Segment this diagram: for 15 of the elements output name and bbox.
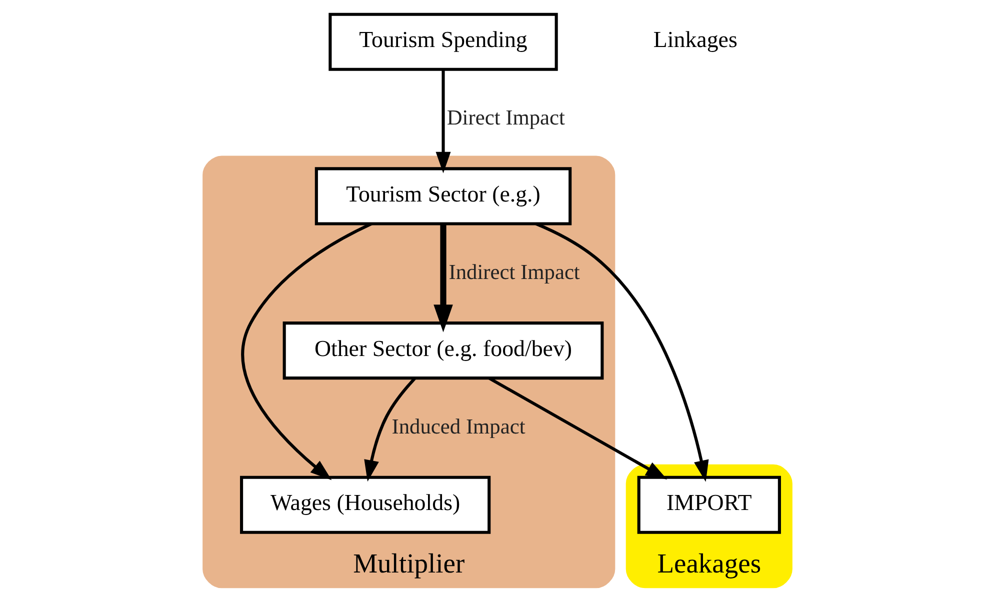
arrow xyxy=(535,222,709,482)
arrow xyxy=(434,224,453,332)
node-box: Other Sector (e.g. food/bev) xyxy=(282,322,604,380)
arrow xyxy=(488,376,668,480)
edge-label: Direct Impact xyxy=(446,106,565,130)
node-box: Tourism Sector (e.g.) xyxy=(314,167,572,226)
edge-label: Induced Impact xyxy=(392,414,526,438)
arrow xyxy=(364,378,416,482)
arrow xyxy=(241,222,372,480)
arrow xyxy=(436,70,451,174)
node-box: Wages (Households) xyxy=(240,476,491,534)
node-box: IMPORT xyxy=(637,476,781,534)
label: Linkages xyxy=(653,27,738,52)
edge-label: Indirect Impact xyxy=(448,260,580,284)
node-box: Tourism Spending xyxy=(328,12,558,71)
